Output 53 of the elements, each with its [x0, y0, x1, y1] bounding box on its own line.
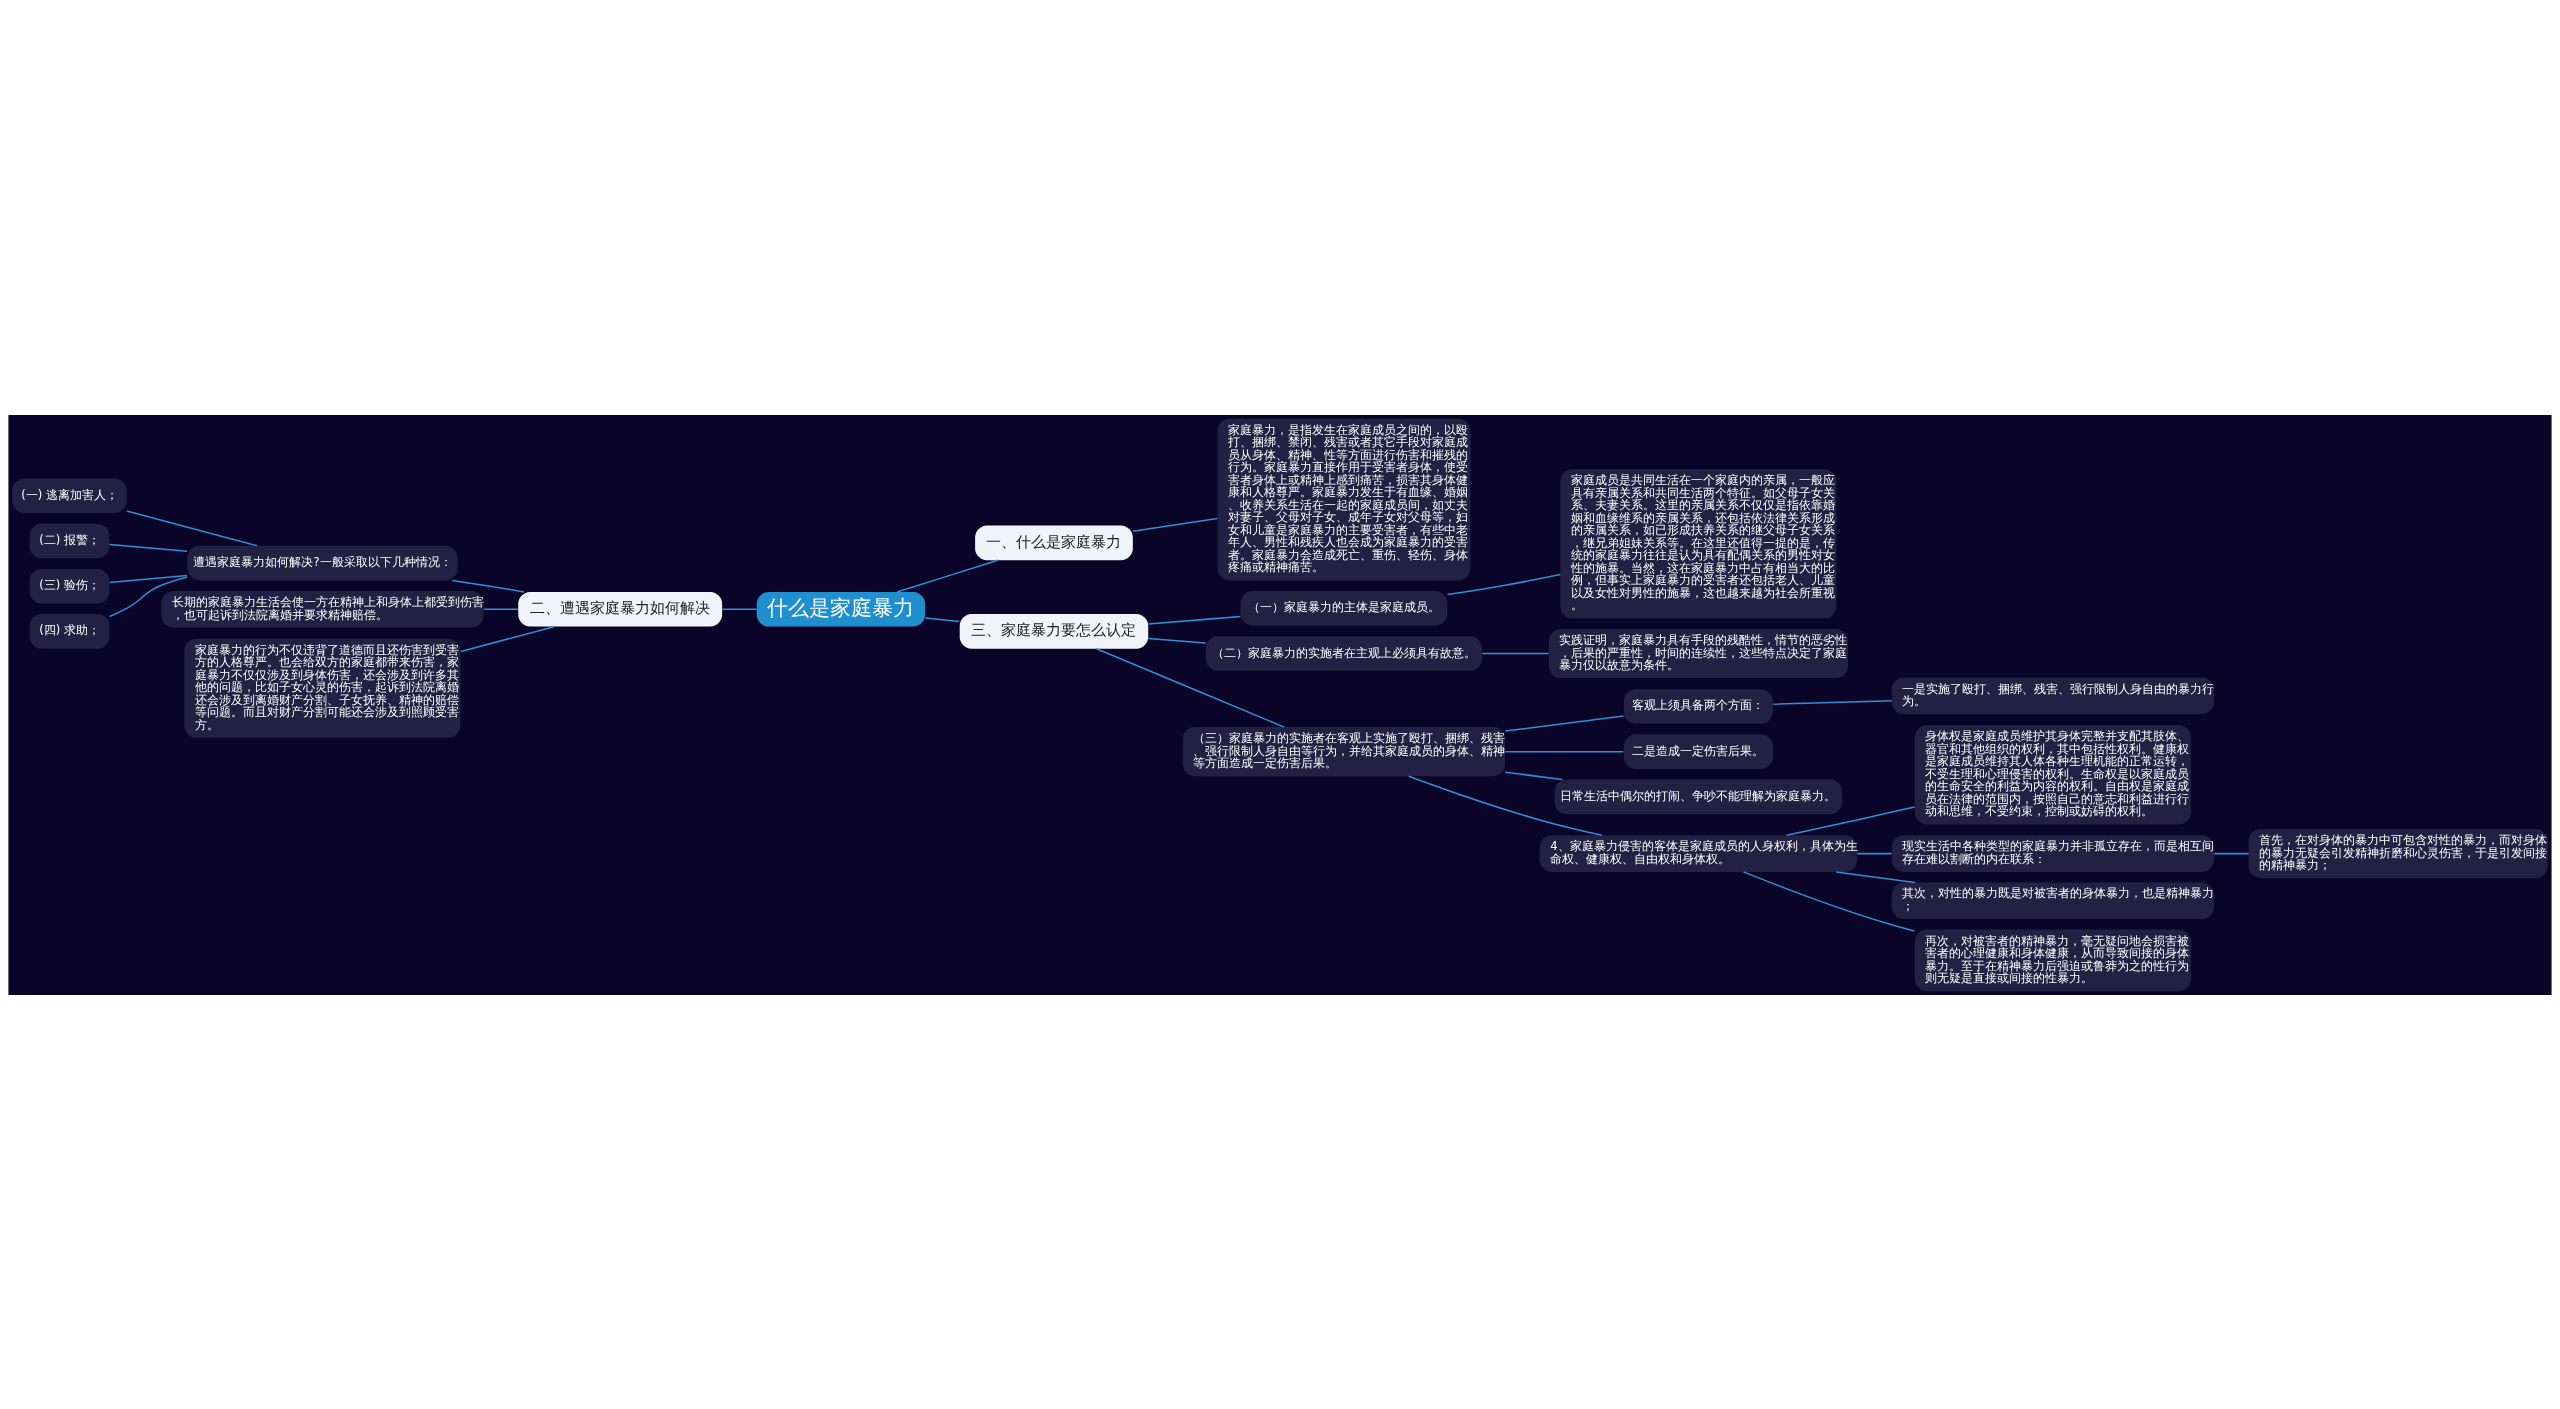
node-box: (四) 求助； — [29, 613, 110, 649]
connector — [1742, 870, 1916, 932]
node-box: 一、什么是家庭暴力 — [975, 525, 1133, 560]
connector — [2213, 852, 2250, 854]
connector — [108, 575, 188, 617]
connector — [1408, 775, 1603, 836]
node-box: 身体权是家庭成员维护其身体完整并支配其肢体、器官和其他组织的权利，其中包括性权利。健康权是家庭成员维持其人体各种生理机能的正常运转，不受生理和心理侵害的权利。生命权是以家庭成员的生命安全的利益为内容的权利。自由权是家庭成员在法律的范围内，按照自己的意志和利益进行行动和思维，不受约束，控制或妨碍的权利。 — [1914, 724, 2191, 824]
node-box: （二）家庭暴力的实施者在主观上必须具有故意。 — [1205, 635, 1482, 671]
connector — [460, 625, 555, 652]
connector — [1504, 750, 1625, 752]
connector — [721, 608, 758, 610]
node-box: 什么是家庭暴力 — [756, 591, 926, 627]
node-box: 二、遭遇家庭暴力如何解决 — [518, 591, 723, 627]
connector — [1785, 805, 1916, 836]
connector — [1132, 517, 1218, 532]
node-box: (二) 报警； — [29, 523, 110, 558]
node-box: 首先，在对身体的暴力中可包含对性的暴力，而对身体的暴力无疑会引发精神折磨和心灵伤害，于是引发间接的精神暴力； — [2248, 828, 2548, 878]
node-box: 三、家庭暴力要怎么认定 — [959, 613, 1149, 649]
connector — [1446, 573, 1562, 595]
connector — [108, 543, 188, 552]
node-box: 二是造成一定伤害后果。 — [1623, 733, 1773, 769]
connector — [1772, 699, 1893, 705]
connector — [924, 616, 961, 622]
node-box: (三) 验伤； — [29, 568, 110, 603]
connector — [896, 559, 999, 593]
connector — [126, 509, 258, 547]
connector — [1095, 647, 1285, 728]
node-box: 家庭暴力的行为不仅违背了道德而且还伤害到受害方的人格尊严。也会给双方的家庭都带来伤害，家庭暴力不仅仅涉及到身体伤害，还会涉及到许多其他的问题，比如子女心灵的伤害，起诉到法院离婚还会涉及到离婚财产分割、子女抚养、精神的赔偿等问题。而且对财产分割可能还会涉及到照顾受害方。 — [184, 638, 461, 738]
node-box: （一）家庭暴力的主体是家庭成员。 — [1240, 590, 1448, 626]
node-box: 长期的家庭暴力生活会使一方在精神上和身体上都受到伤害，也可起诉到法院离婚并要求精神赔偿。 — [161, 590, 484, 628]
node-box: 现实生活中各种类型的家庭暴力并非孤立存在，而是相互间存在难以割断的内在联系： — [1891, 834, 2214, 872]
node-box: 4、家庭暴力侵害的客体是家庭成员的人身权利，具体为生命权、健康权、自由权和身体权。 — [1539, 834, 1858, 872]
connector — [451, 579, 525, 593]
node-box: （三）家庭暴力的实施者在客观上实施了殴打、捆绑、残害、强行限制人身自由等行为，并给其家庭成员的身体、精神等方面造成一定伤害后果。 — [1182, 726, 1506, 776]
connector — [483, 608, 519, 610]
node-box: (一) 逃离加害人； — [12, 478, 127, 513]
node-box: 家庭成员是共同生活在一个家庭内的亲属，一般应具有亲属关系和共同生活两个特征。如父母子女关系、夫妻关系。这里的亲属关系不仅仅是指依靠婚姻和血缘维系的亲属关系，还包括依法律关系形成的亲属关系，如已形成扶养关系的继父母子女关系，继兄弟姐妹关系等。在这里还值得一提的是，传统的家庭暴力往往是认为具有配偶关系的男性对女性的施暴。当然，这在家庭暴力中占有相当大的比例，但事实上家庭暴力的受害者还包括老人、儿童以及女性对男性的施暴，这也越来越为社会所重视。 — [1560, 468, 1837, 618]
connector — [1147, 637, 1207, 644]
connector — [108, 574, 188, 583]
connector — [1835, 870, 1916, 883]
node-box: 遭遇家庭暴力如何解决?一般采取以下几种情况： — [187, 545, 458, 580]
node-box: 其次，对性的暴力既是对被害者的身体暴力，也是精神暴力； — [1891, 881, 2214, 919]
connector — [1504, 770, 1564, 780]
node-box: 日常生活中偶尔的打闹、争吵不能理解为家庭暴力。 — [1554, 779, 1843, 814]
connector — [1504, 714, 1625, 732]
node-box: 家庭暴力，是指发生在家庭成员之间的，以殴打、捆绑、禁闭、残害或者其它手段对家庭成员从身体、精神、性等方面进行伤害和摧残的行为。家庭暴力直接作用于受害者身体，使受害者身体上或精神上感到痛苦，损害其身体健康和人格尊严。家庭暴力发生于有血缘、婚姻、收养关系生活在一起的家庭成员间，如丈夫对妻子、父母对子女、成年子女对父母等，妇女和儿童是家庭暴力的主要受害者，有些中老年人、男性和残疾人也会成为家庭暴力的受害者。家庭暴力会造成死亡、重伤、轻伤、身体疼痛或精神痛苦。 — [1217, 418, 1471, 580]
connector — [1481, 652, 1550, 654]
connector — [1147, 615, 1242, 625]
node-box: 客观上须具备两个方面： — [1623, 688, 1773, 724]
node-box: 一是实施了殴打、捆绑、残害、强行限制人身自由的暴力行为。 — [1891, 677, 2214, 714]
connector — [1856, 852, 1893, 854]
node-box: 实践证明，家庭暴力具有手段的残酷性，情节的恶劣性，后果的严重性，时间的连续性，这些特点决定了家庭暴力仅以故意为条件。 — [1548, 628, 1848, 678]
node-box: 再次，对被害者的精神暴力，毫无疑问地会损害被害者的心理健康和身体健康，从而导致间接的身体暴力。至于在精神暴力后强迫或鲁莽为之的性行为则无疑是直接或间接的性暴力。 — [1914, 929, 2191, 991]
